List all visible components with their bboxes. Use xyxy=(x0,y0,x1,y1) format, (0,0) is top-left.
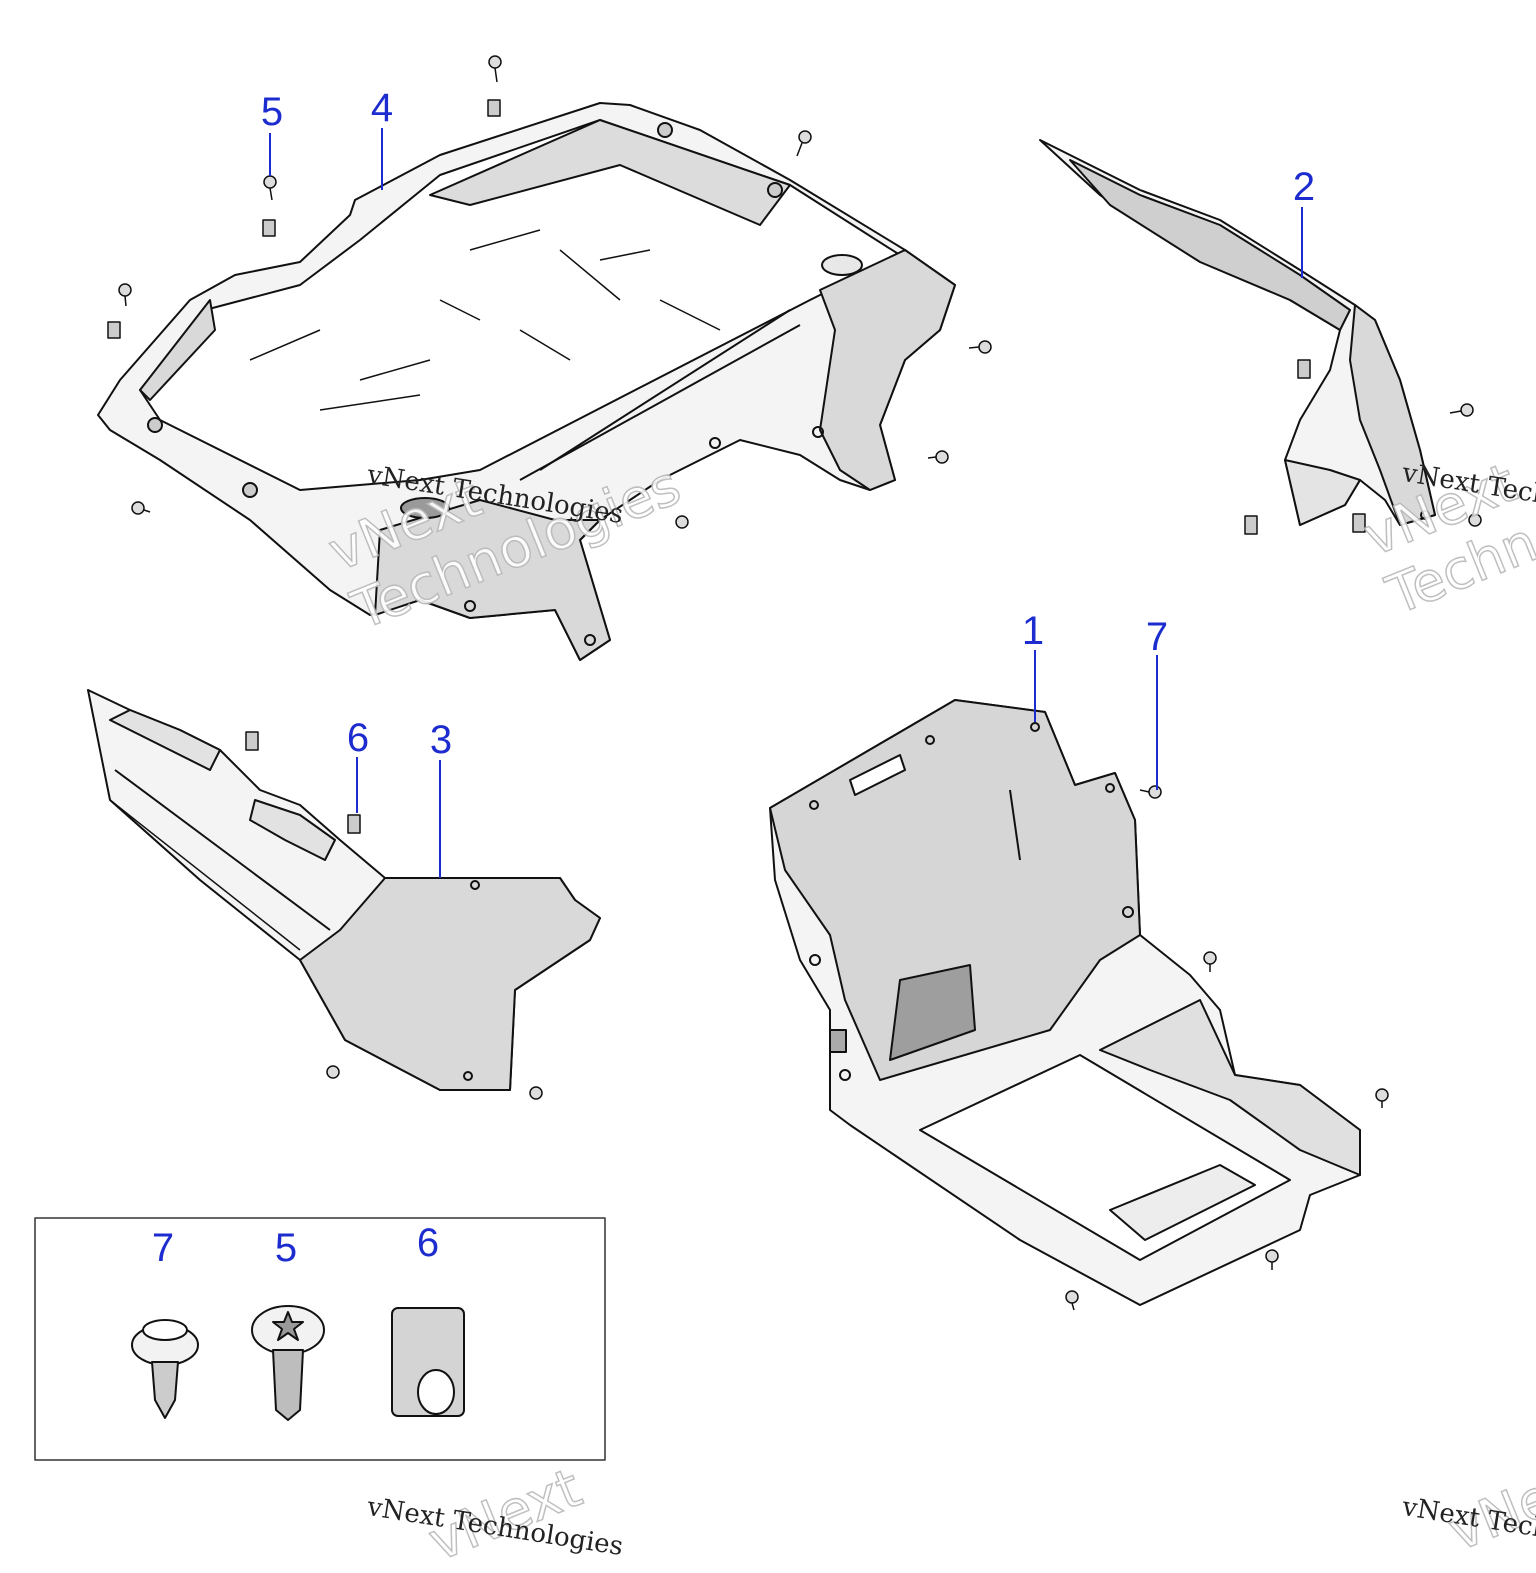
clip-icon xyxy=(1244,515,1258,535)
u-clip-icon xyxy=(391,1307,465,1417)
screw-icon xyxy=(326,1065,340,1079)
screw-icon xyxy=(1265,1249,1279,1270)
screw-icon xyxy=(529,1086,543,1100)
legend-callout-5: 5 xyxy=(274,1226,298,1270)
callout-6-top: 6 xyxy=(346,716,370,760)
screw-icon xyxy=(131,501,151,515)
torx-bolt-icon xyxy=(251,1305,325,1421)
callout-3: 3 xyxy=(429,718,453,762)
screw-icon xyxy=(263,175,277,201)
screw-icon xyxy=(796,130,812,157)
clip-icon xyxy=(1352,513,1366,533)
fastener-legend-box xyxy=(34,1217,606,1461)
screw-icon xyxy=(1065,1290,1079,1311)
push-rivet-icon xyxy=(131,1319,199,1419)
diagram-artwork xyxy=(34,55,1482,1461)
side-panel-part-3 xyxy=(87,689,601,1091)
parts-diagram: 5 4 2 1 7 6 3 7 5 6 vNext Technologies v… xyxy=(34,55,1536,1573)
callout-1: 1 xyxy=(1021,609,1045,653)
callout-5-top: 5 xyxy=(260,90,284,134)
clip-icon xyxy=(262,219,276,237)
clip-icon xyxy=(1297,359,1311,379)
screw-icon xyxy=(968,340,992,354)
clip-icon xyxy=(347,814,361,834)
clip-icon xyxy=(107,321,121,339)
callout-4: 4 xyxy=(370,86,394,130)
screw-icon xyxy=(488,55,502,83)
fender-part-2 xyxy=(1039,139,1436,526)
screw-icon xyxy=(675,515,689,529)
legend-callout-7: 7 xyxy=(151,1226,175,1270)
floor-panel-part-1 xyxy=(769,699,1361,1306)
callout-7-top: 7 xyxy=(1145,615,1169,659)
cargo-box-part-4 xyxy=(97,102,956,661)
loose-fasteners xyxy=(107,55,1482,1311)
legend-callout-6: 6 xyxy=(416,1221,440,1265)
screw-icon xyxy=(1203,951,1217,972)
screw-icon xyxy=(1375,1088,1389,1108)
screw-icon xyxy=(1468,513,1482,527)
clip-icon xyxy=(245,731,259,751)
screw-icon xyxy=(1449,403,1474,417)
clip-icon xyxy=(487,99,501,117)
callout-2: 2 xyxy=(1292,165,1316,209)
screw-icon xyxy=(118,283,132,307)
screw-icon xyxy=(927,450,949,464)
